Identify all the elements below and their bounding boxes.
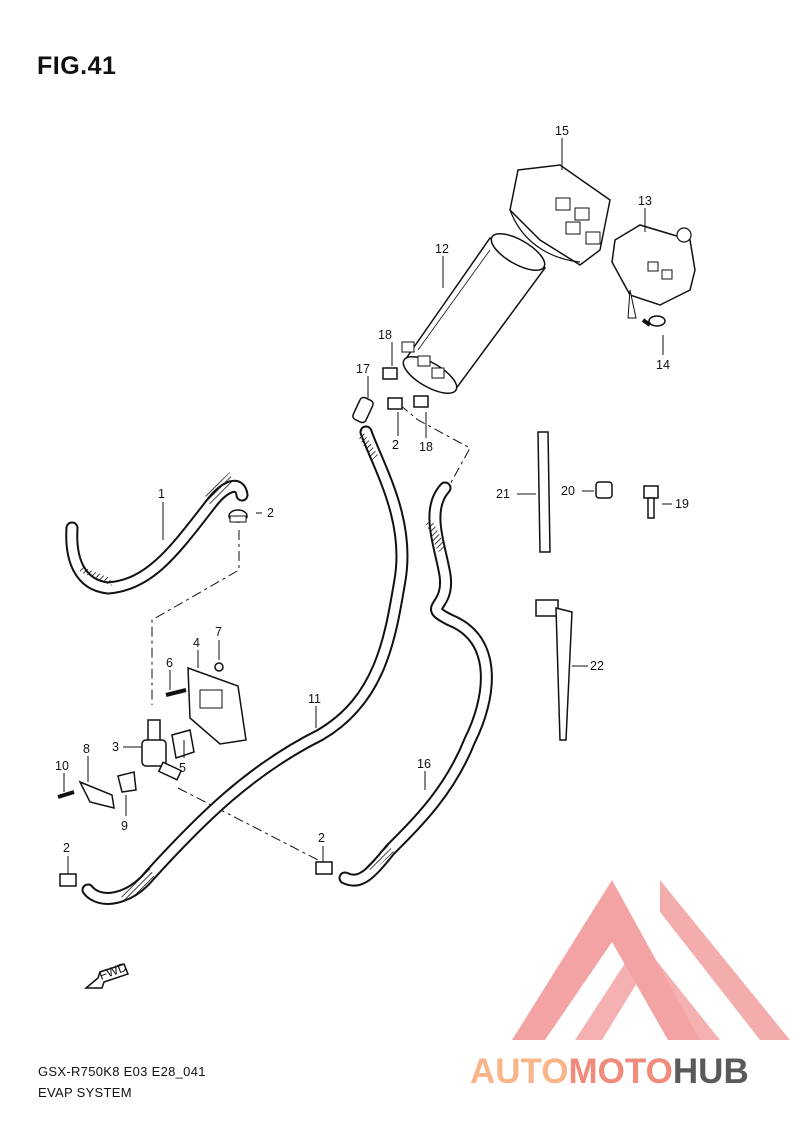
callout-19: 19 (675, 497, 689, 511)
callout-numbers: 1 2 2 2 2 3 4 5 6 7 8 9 10 11 12 13 14 1… (55, 124, 689, 855)
callout-15: 15 (555, 124, 569, 138)
bolt-14 (641, 315, 666, 327)
callout-12: 12 (435, 242, 449, 256)
dashed-connectors (151, 404, 471, 861)
watermark-part1: AUTO (470, 1052, 569, 1091)
hose-1 (65, 472, 249, 595)
callout-18: 18 (378, 328, 392, 342)
callout-2: 2 (392, 438, 399, 452)
leader-lines (63, 138, 672, 874)
fwd-arrow-icon: FWD (83, 960, 129, 989)
watermark-logo (512, 880, 790, 1040)
clamp-2-upper (228, 509, 248, 523)
screw-10 (57, 790, 75, 799)
watermark-text: AUTOMOTOHUB (470, 1052, 749, 1091)
hose-16 (338, 481, 493, 887)
clamp-2-lower-left (59, 873, 77, 887)
model-code: GSX-R750K8 E03 E28_041 (38, 1064, 206, 1079)
callout-2: 2 (318, 831, 325, 845)
callout-21: 21 (496, 487, 510, 501)
callout-8: 8 (83, 742, 90, 756)
callout-2: 2 (267, 506, 274, 520)
bracket-13 (611, 224, 696, 319)
bolt-19 (643, 485, 659, 519)
figure-title: FIG.41 (37, 52, 117, 80)
clamp-2-lower-middle (315, 861, 333, 875)
callout-22: 22 (590, 659, 604, 673)
callout-11: 11 (308, 692, 321, 706)
bracket-15 (509, 164, 611, 266)
callout-3: 3 (112, 740, 119, 754)
callout-9: 9 (121, 819, 128, 833)
clip-9 (117, 771, 137, 793)
section-name: EVAP SYSTEM (38, 1085, 132, 1100)
bracket-8 (78, 780, 115, 810)
watermark-part3: HUB (673, 1052, 749, 1091)
washer-7 (214, 662, 224, 672)
callout-20: 20 (561, 484, 575, 498)
bracket-4 (187, 666, 247, 745)
band-21 (537, 431, 551, 553)
joint-17 (352, 396, 374, 424)
callout-2: 2 (63, 841, 70, 855)
callout-5: 5 (179, 761, 186, 775)
screw-6 (165, 688, 187, 697)
hose-11 (81, 425, 409, 905)
part-22 (535, 599, 573, 741)
callout-1: 1 (158, 487, 165, 501)
spacer-20 (595, 481, 613, 499)
callout-4: 4 (193, 636, 200, 650)
valve-3 (141, 719, 183, 781)
callout-18: 18 (419, 440, 433, 454)
canister-12 (401, 233, 547, 394)
svg-text:AUTOMOTOHUB: AUTOMOTOHUB (470, 1052, 749, 1091)
clip-5 (171, 729, 195, 759)
callout-17: 17 (356, 362, 370, 376)
callout-13: 13 (638, 194, 652, 208)
callout-10: 10 (55, 759, 69, 773)
watermark-part2: MOTO (569, 1052, 673, 1091)
callout-14: 14 (656, 358, 670, 372)
clamps-canister (382, 367, 429, 410)
callout-6: 6 (166, 656, 173, 670)
callout-16: 16 (417, 757, 431, 771)
callout-7: 7 (215, 625, 222, 639)
